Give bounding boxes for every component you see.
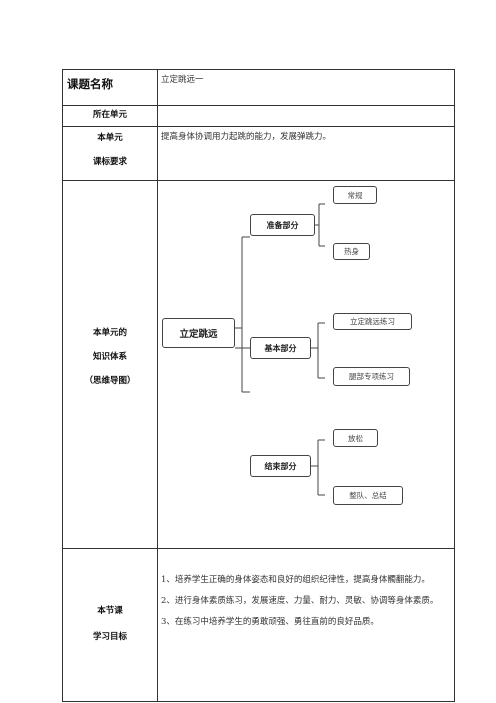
- knowledge-label-line3: （思维导图）: [84, 376, 136, 386]
- requirement-label-line1: 本单元: [97, 133, 123, 143]
- lesson-plan-table: 课题名称 立定跳远一 所在单元 本单元 课标要求 提高身体协调用力起跳的能力，发…: [62, 69, 455, 702]
- mind-map-leaf-relax: 放松: [333, 429, 378, 447]
- course-title-label: 课题名称: [67, 77, 113, 91]
- mind-map-leaf-warmup: 热身: [333, 243, 370, 260]
- goals-label-line1: 本节课: [97, 606, 123, 616]
- requirement-label-line2: 课标要求: [92, 157, 127, 167]
- goals-list: 1、培养学生正确的身体姿态和良好的组织纪律性，提高身体髑翻能力。 2、进行身体素…: [161, 574, 448, 637]
- course-title-value: 立定跳远一: [161, 75, 204, 85]
- knowledge-label-line1: 本单元的: [92, 328, 127, 338]
- row-divider: [63, 180, 454, 181]
- row-divider: [63, 126, 454, 127]
- mind-map-connectors: [235, 203, 325, 496]
- mind-map-leaf-leg-training: 腿部专项练习: [333, 367, 410, 386]
- mind-map-leaf-summary: 整队、总结: [333, 486, 403, 505]
- requirement-value: 提高身体协调用力起跳的能力，发展弹跳力。: [161, 132, 332, 142]
- row-divider: [63, 105, 454, 106]
- connector-branch-2-leaves: [311, 322, 325, 379]
- goals-label-line2: 学习目标: [92, 632, 127, 642]
- connector-branch-3-leaves: [311, 439, 325, 496]
- mind-map-branch-end: 结束部分: [250, 455, 311, 477]
- goal-item-1: 1、培养学生正确的身体姿态和良好的组织纪律性，提高身体髑翻能力。: [161, 575, 430, 585]
- mind-map-leaf-jump-practice: 立定跳远练习: [333, 313, 412, 330]
- mind-map-branch-prepare: 准备部分: [250, 214, 315, 236]
- column-divider: [157, 70, 158, 701]
- mind-map-branch-basic: 基本部分: [250, 337, 311, 359]
- row-divider: [63, 548, 454, 549]
- unit-label: 所在单元: [92, 110, 127, 120]
- mind-map-leaf-routine: 常规: [333, 186, 377, 204]
- knowledge-label-line2: 知识体系: [92, 352, 127, 362]
- connector-branch-1-leaves: [315, 203, 325, 247]
- goal-item-3: 3、在练习中培养学生的勇敢顽强、勇往直前的良好品质。: [161, 617, 379, 627]
- goal-item-2: 2、进行身体素质练习，发展速度、力量、耐力、灵敏、协调等身体素质。: [161, 596, 439, 606]
- mind-map-root: 立定跳远: [162, 318, 235, 348]
